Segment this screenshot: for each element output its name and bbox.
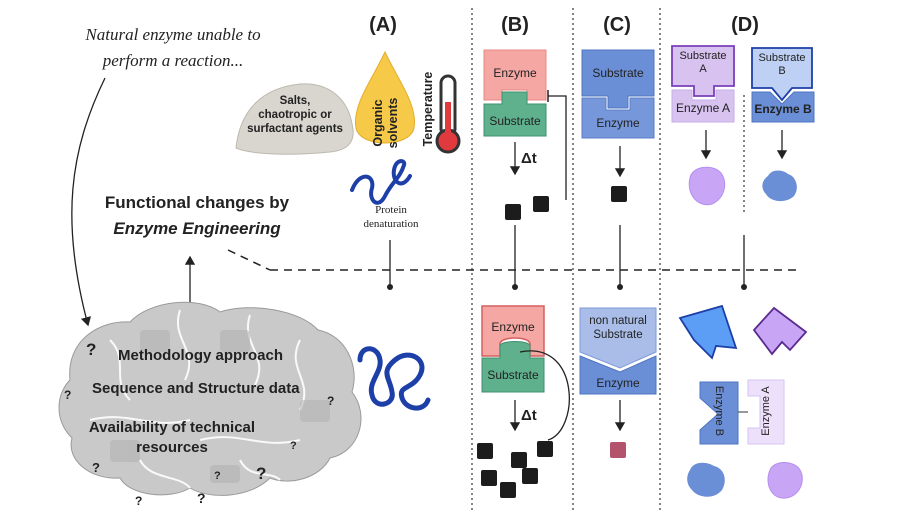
product-blob bbox=[767, 462, 803, 499]
nn-line: Substrate bbox=[593, 329, 643, 341]
substrate-shape bbox=[483, 91, 547, 137]
horizontal-separator bbox=[227, 249, 271, 271]
substrate-label: Substrate bbox=[592, 66, 644, 80]
functional-line: Functional changes by bbox=[104, 193, 290, 212]
intro-line: perform a reaction... bbox=[102, 51, 244, 70]
question-mark: ? bbox=[290, 440, 297, 452]
substrate-shape bbox=[671, 45, 735, 97]
salts-line: chaotropic or bbox=[258, 109, 332, 121]
question-mark: ? bbox=[327, 394, 335, 408]
substrate-label: Substrate bbox=[487, 368, 539, 382]
enzyme-shape bbox=[747, 379, 785, 445]
denatured-protein-icon bbox=[350, 159, 412, 205]
question-mark: ? bbox=[135, 494, 143, 508]
enzyme-b-label: Enzyme B bbox=[713, 385, 725, 437]
intro-arrow bbox=[71, 77, 106, 327]
substrate-shape bbox=[481, 341, 545, 393]
question-mark: ? bbox=[256, 464, 267, 483]
availability-label: Availability of technical resources bbox=[72, 418, 272, 458]
substrate-shape bbox=[752, 306, 808, 356]
enzyme-label: Enzyme bbox=[596, 116, 640, 130]
panel-header-c: (C) bbox=[603, 14, 631, 36]
solvent-drop bbox=[354, 50, 416, 144]
enzyme-shape bbox=[751, 91, 815, 123]
product-square bbox=[610, 442, 626, 458]
substrate-shape bbox=[581, 49, 655, 109]
thermometer-icon bbox=[435, 74, 461, 154]
product-square bbox=[477, 443, 493, 459]
question-mark: ? bbox=[214, 470, 221, 482]
enzyme-a-label: Enzyme A bbox=[760, 386, 772, 436]
brain-shape bbox=[58, 301, 362, 496]
enzyme-shape bbox=[699, 381, 739, 445]
substrate-b-label: Substrate B bbox=[752, 52, 812, 78]
enzyme-label: Enzyme bbox=[493, 66, 537, 80]
question-mark: ? bbox=[92, 460, 100, 475]
product-square bbox=[611, 186, 627, 202]
temperature-label: Temperature bbox=[421, 71, 435, 147]
substrate-a-line: A bbox=[699, 63, 707, 75]
denat-line: Protein bbox=[375, 204, 407, 216]
product-blob bbox=[762, 170, 797, 202]
delta-t-label: Δt bbox=[521, 150, 537, 167]
protein-denaturation-label: Protein denaturation bbox=[348, 203, 434, 231]
substrate-a-line: Substrate bbox=[679, 50, 727, 62]
question-mark: ? bbox=[197, 490, 206, 506]
non-natural-substrate-label: non natural Substrate bbox=[580, 314, 656, 342]
substrate-label: Substrate bbox=[489, 114, 541, 128]
question-mark: ? bbox=[86, 340, 97, 359]
enzyme-shape bbox=[671, 89, 735, 123]
folded-protein-icon bbox=[357, 346, 431, 411]
substrate-shape bbox=[678, 304, 738, 360]
panel-header-d: (D) bbox=[731, 14, 759, 36]
substrate-b-line: Substrate bbox=[758, 52, 806, 64]
organic-line: solvents bbox=[386, 97, 400, 149]
sequence-structure-label: Sequence and Structure data bbox=[92, 380, 300, 397]
product-square bbox=[500, 482, 516, 498]
panel-header-a: (A) bbox=[369, 14, 397, 36]
functional-changes-text: Functional changes by Enzyme Engineering bbox=[82, 190, 312, 242]
delta-t-label: Δt bbox=[521, 407, 537, 424]
product-square bbox=[505, 204, 521, 220]
intro-line: Natural enzyme unable to bbox=[85, 25, 261, 44]
denat-line: denaturation bbox=[363, 218, 419, 230]
enzyme-shape bbox=[581, 97, 655, 139]
product-blob bbox=[687, 462, 725, 497]
salts-line: Salts, bbox=[279, 95, 311, 107]
product-square bbox=[511, 452, 527, 468]
product-square bbox=[533, 196, 549, 212]
functional-line: Enzyme Engineering bbox=[113, 219, 281, 238]
product-blob bbox=[688, 166, 726, 206]
organic-line: Organic bbox=[371, 99, 385, 147]
product-square bbox=[522, 468, 538, 484]
product-square bbox=[481, 470, 497, 486]
enzyme-shape bbox=[579, 355, 657, 395]
salt-pile bbox=[235, 83, 354, 155]
substrate-shape bbox=[579, 307, 657, 369]
substrate-a-label: Substrate A bbox=[672, 50, 734, 76]
nn-line: non natural bbox=[589, 315, 647, 327]
substrate-shape bbox=[751, 47, 813, 102]
intro-text: Natural enzyme unable to perform a react… bbox=[58, 22, 288, 74]
organic-solvents-label: Organic solvents bbox=[371, 84, 401, 162]
enzyme-label: Enzyme bbox=[491, 320, 535, 334]
enzyme-a-label: Enzyme A bbox=[675, 101, 731, 115]
availability-line: Availability of technical bbox=[88, 419, 256, 436]
availability-line: resources bbox=[136, 439, 208, 456]
substrate-b-line: B bbox=[778, 65, 786, 77]
methodology-label: Methodology approach bbox=[118, 347, 283, 364]
enzyme-shape bbox=[483, 49, 547, 101]
panel-header-b: (B) bbox=[501, 14, 529, 36]
salts-line: surfactant agents bbox=[247, 123, 343, 135]
enzyme-label: Enzyme bbox=[596, 376, 640, 390]
salts-label: Salts, chaotropic or surfactant agents bbox=[240, 94, 350, 136]
question-mark: ? bbox=[64, 388, 72, 402]
product-square bbox=[537, 441, 553, 457]
enzyme-b-label: Enzyme B bbox=[754, 102, 812, 116]
